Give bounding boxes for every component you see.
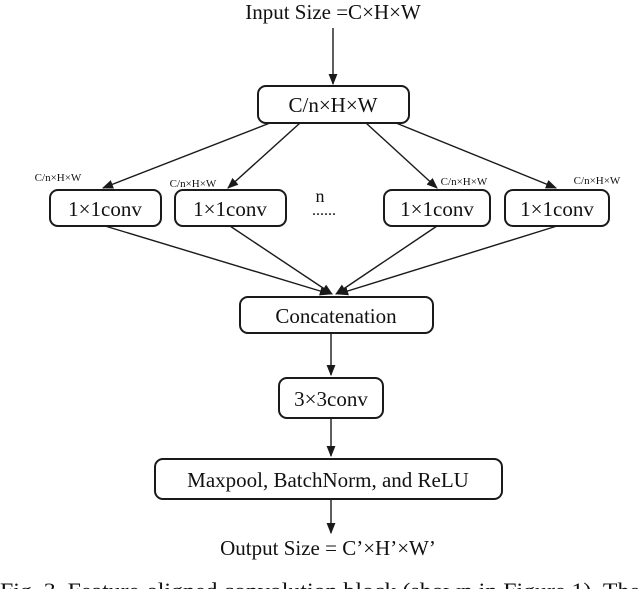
pool-norm-relu-node: [154, 458, 503, 500]
edge-conv-1-to-concat: [104, 225, 332, 296]
edge-split-to-conv-4: [395, 122, 558, 189]
conv1x1-node-1-label: 1×1conv: [68, 197, 142, 221]
conv3x3-node-label: 3×3conv: [294, 387, 368, 411]
pool-norm-relu-node-label: Maxpool, BatchNorm, and ReLU: [187, 468, 469, 492]
edge-split-to-conv-3: [365, 122, 438, 189]
branch-label-3: C/n×H×W: [441, 176, 488, 188]
edge-conv-3-to-concat: [335, 225, 438, 295]
edge-conv-2-to-concat: [229, 225, 333, 295]
figure-caption-fragment: Fig. 3. Feature-aligned convolution bloc…: [0, 578, 640, 589]
edge-split-to-conv-1: [101, 122, 271, 189]
output-size-label: Output Size = C’×H’×W’: [220, 536, 436, 560]
edge-split-to-conv-2: [227, 122, 301, 189]
conv1x1-node-3-label: 1×1conv: [400, 197, 474, 221]
split-node-label: C/n×H×W: [288, 93, 377, 117]
branch-ellipsis: ......: [312, 202, 336, 219]
concatenation-node: [239, 296, 434, 334]
branch-label-4: C/n×H×W: [574, 175, 621, 187]
edge-conv-4-to-concat: [336, 225, 558, 296]
concatenation-node-label: Concatenation: [275, 304, 397, 328]
branch-label-1: C/n×H×W: [35, 172, 82, 184]
branch-label-2: C/n×H×W: [170, 178, 217, 190]
branch-count-n: n: [316, 186, 325, 206]
conv1x1-node-4-label: 1×1conv: [520, 197, 594, 221]
input-size-label: Input Size =C×H×W: [245, 0, 421, 24]
split-node: [257, 85, 410, 124]
conv1x1-node-2-label: 1×1conv: [193, 197, 267, 221]
